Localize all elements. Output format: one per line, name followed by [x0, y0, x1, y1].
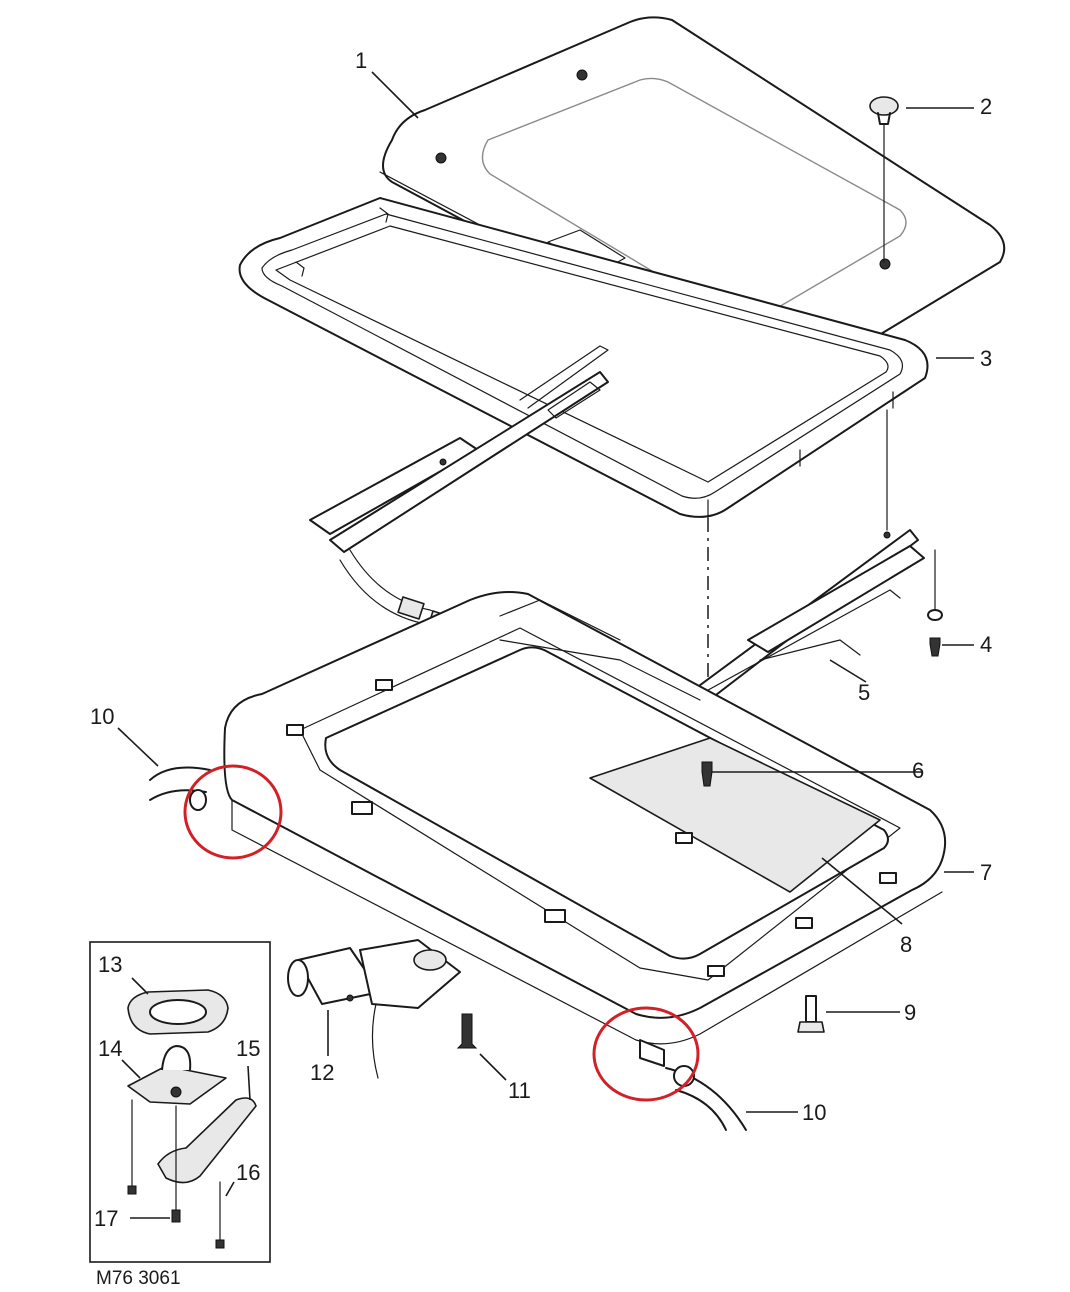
drain-tube-part: [149, 766, 747, 1131]
callout-11: 11: [508, 1078, 531, 1103]
bolt-part: [456, 761, 825, 1049]
callout-7: 7: [980, 860, 992, 885]
callout-17: 17: [94, 1206, 118, 1231]
callout-1: 1: [355, 48, 367, 73]
cap-part: [869, 96, 899, 263]
highlight-circle: [592, 1006, 700, 1102]
callout-labels: 1 2 3 4 5 6 7 8 9 10 10 11 12 13 14 15 1…: [90, 48, 992, 1231]
callout-10a: 10: [90, 704, 114, 729]
reference-code: M76 3061: [96, 1268, 181, 1289]
callout-5: 5: [858, 680, 870, 705]
callout-2: 2: [980, 94, 992, 119]
main-frame-part: [223, 591, 946, 1045]
washer-bolt-part: [927, 609, 943, 657]
callout-14: 14: [98, 1036, 122, 1061]
callout-4: 4: [980, 632, 992, 657]
callout-8: 8: [900, 932, 912, 957]
callout-16: 16: [236, 1160, 260, 1185]
callout-6: 6: [912, 758, 924, 783]
leader-lines: [117, 71, 974, 1219]
callout-13: 13: [98, 952, 122, 977]
callout-9: 9: [904, 1000, 916, 1025]
callout-3: 3: [980, 346, 992, 371]
motor-part: [287, 939, 461, 1079]
callout-10b: 10: [802, 1100, 826, 1125]
runner-rail-part: [309, 345, 925, 745]
highlight-circle: [183, 764, 283, 860]
callout-15: 15: [236, 1036, 260, 1061]
manual-handle-inset: [89, 941, 271, 1263]
callout-12: 12: [310, 1060, 334, 1085]
